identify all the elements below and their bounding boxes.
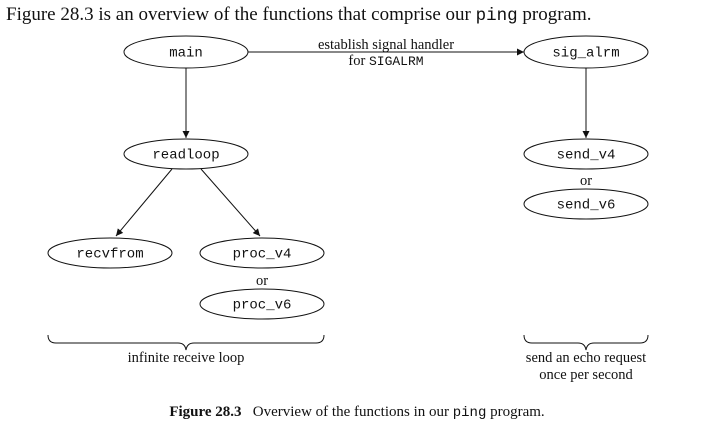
brace-label-right-line2: once per second	[539, 367, 633, 383]
node-sig-alrm-label: sig_alrm	[552, 46, 619, 62]
node-proc-v4: proc_v4	[199, 237, 325, 269]
brace-left	[47, 334, 325, 351]
node-proc-v4-label: proc_v4	[233, 247, 292, 263]
or-label-send: or	[580, 173, 592, 189]
edge-readloop-to-recvfrom	[115, 168, 173, 237]
edge-label-line1: establish signal handler	[318, 37, 454, 53]
node-send-v6: send_v6	[523, 188, 649, 220]
node-send-v6-label: send_v6	[557, 198, 616, 214]
brace-label-left: infinite receive loop	[128, 350, 245, 366]
edge-label-line2: for SIGALRM	[348, 53, 423, 69]
intro-sentence: Figure 28.3 is an overview of the functi…	[6, 4, 592, 26]
node-proc-v6-label: proc_v6	[233, 298, 292, 314]
node-main-label: main	[169, 46, 203, 62]
edge-label-for: for	[348, 53, 369, 69]
caption-code-ping: ping	[452, 405, 487, 421]
edge-readloop-to-proc-v4	[200, 168, 261, 237]
edge-label-sigalrm: SIGALRM	[369, 54, 424, 69]
intro-text-after: program.	[517, 4, 592, 25]
intro-code-ping: ping	[475, 6, 518, 26]
node-sig-alrm: sig_alrm	[523, 35, 649, 69]
intro-text-before: Figure 28.3 is an overview of the functi…	[6, 4, 476, 25]
node-proc-v6: proc_v6	[199, 288, 325, 320]
or-label-proc: or	[256, 273, 268, 289]
caption-number: Figure 28.3	[169, 404, 242, 420]
brace-right	[523, 334, 649, 351]
caption-text-after: program.	[486, 404, 545, 420]
node-readloop: readloop	[123, 138, 249, 170]
node-main: main	[123, 35, 249, 69]
figure-caption: Figure 28.3 Overview of the functions in…	[0, 404, 714, 421]
brace-label-right-line1: send an echo request	[526, 350, 646, 366]
node-readloop-label: readloop	[152, 148, 219, 164]
node-recvfrom-label: recvfrom	[76, 247, 143, 263]
node-send-v4: send_v4	[523, 138, 649, 170]
caption-text-before: Overview of the functions in our	[252, 404, 453, 420]
node-send-v4-label: send_v4	[557, 148, 616, 164]
node-recvfrom: recvfrom	[47, 237, 173, 269]
